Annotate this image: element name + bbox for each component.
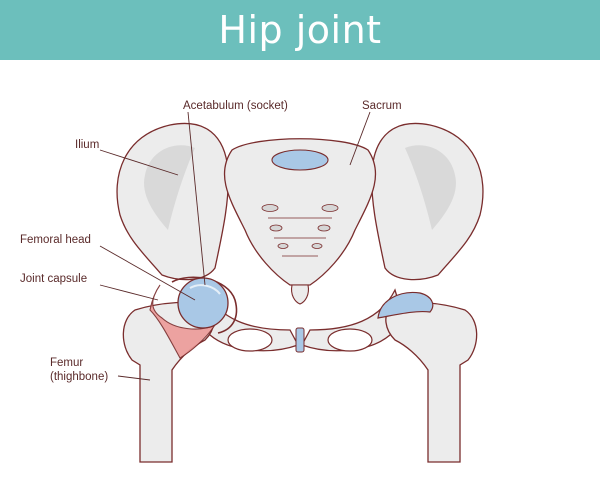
leader-lines <box>99 111 371 381</box>
pubic-symphysis <box>295 327 305 353</box>
label-femur-sub: (thighbone) <box>50 371 109 383</box>
label-acetabulum: Acetabulum (socket) <box>183 100 288 112</box>
right-ilium-shade <box>405 145 456 230</box>
left-ilium-shade <box>144 145 195 230</box>
label-femur: Femur <box>50 357 84 369</box>
right-obturator <box>327 328 373 352</box>
left-obturator <box>227 328 273 352</box>
coccyx <box>291 284 309 305</box>
left-acetabulum <box>171 276 238 334</box>
sacrum <box>223 138 377 286</box>
label-sacrum: Sacrum <box>362 100 402 112</box>
joint-capsule <box>149 284 217 359</box>
label-ilium: Ilium <box>75 139 100 151</box>
right-femoral-head <box>377 291 434 319</box>
sacral-disc <box>271 149 329 171</box>
title-banner: Hip joint <box>0 0 600 60</box>
label-joint-capsule: Joint capsule <box>20 273 88 285</box>
right-femur <box>385 301 478 463</box>
label-femoral-head: Femoral head <box>20 234 91 246</box>
page-title: Hip joint <box>218 8 382 52</box>
